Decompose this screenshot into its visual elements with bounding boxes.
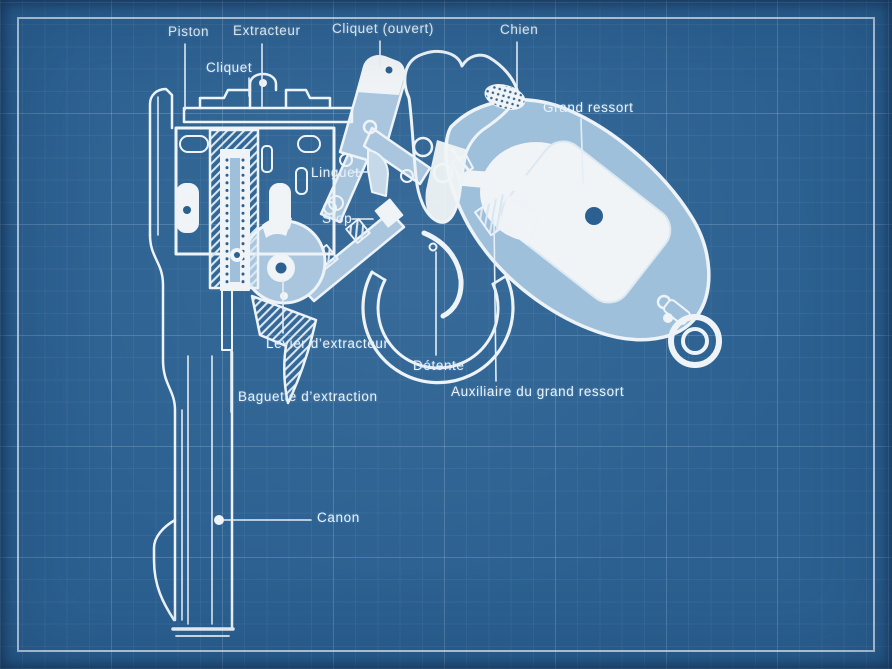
barrel — [148, 233, 235, 637]
extractor-lever-cam — [241, 216, 327, 305]
label-baguette-extraction: Baguette d’extraction — [238, 389, 378, 404]
grip-frame — [444, 98, 722, 368]
label-cliquet-ouvert: Cliquet (ouvert) — [332, 21, 435, 36]
label-auxiliaire-grand-ressort: Auxiliaire du grand ressort — [451, 384, 625, 399]
label-grand-ressort: Grand ressort — [543, 100, 634, 115]
lanyard-ring — [668, 314, 722, 368]
label-levier-extracteur: Levier d’extracteur — [266, 336, 389, 351]
label-canon: Canon — [317, 510, 360, 525]
trigger — [421, 230, 464, 319]
hammer-spur — [484, 84, 526, 110]
cylinder-assembly — [148, 72, 354, 405]
label-detente: Détente — [413, 358, 465, 373]
hammer — [403, 50, 526, 224]
label-stop: Stop — [322, 211, 353, 226]
label-chien: Chien — [500, 22, 539, 37]
label-extracteur: Extracteur — [233, 23, 301, 38]
label-linguet: Linguet — [311, 165, 360, 180]
label-piston: Piston — [168, 24, 210, 39]
label-cliquet: Cliquet — [206, 60, 253, 75]
leader-lines — [184, 40, 587, 525]
front-sight — [152, 518, 177, 622]
trigger-guard — [361, 270, 515, 385]
